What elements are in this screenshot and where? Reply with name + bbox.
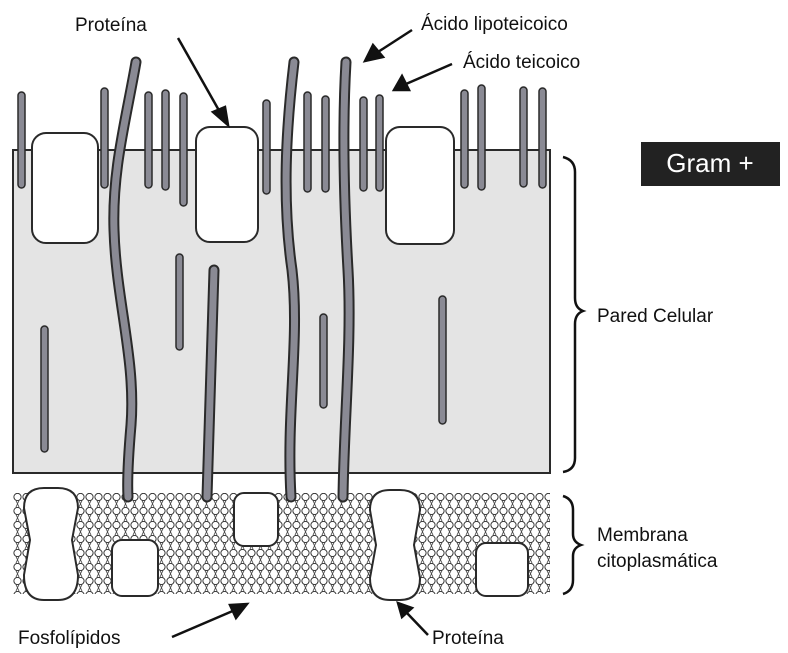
protein-bottom-arrow [406,612,428,635]
membrane-label-line1: Membrana [597,525,688,546]
cell-wall-label: Pared Celular [597,306,714,327]
wall-protein [196,127,258,242]
wall-protein [386,127,454,244]
membrane-bracket [563,496,581,594]
phospholipids-label: Fosfolípidos [18,628,120,649]
protein-bottom-label: Proteína [432,628,504,649]
wall-proteins [32,127,454,244]
teichoic-acid-label: Ácido teicoico [463,52,580,73]
membrane-protein [234,493,278,546]
protein-top-label: Proteína [75,15,147,36]
transmembrane-protein [24,488,78,600]
transmembrane-protein [370,490,420,600]
phospholipids-arrow [172,610,235,637]
membrane-protein [112,540,158,596]
lipoteichoic-arrow [378,30,412,52]
teichoic-arrow [406,64,452,84]
membrane-protein [476,543,528,596]
brackets [563,157,583,594]
gram-positive-badge-text: Gram + [666,148,753,178]
wall-protein [32,133,98,243]
cell-wall-bracket [563,157,583,472]
membrane-label-line2: citoplasmática [597,551,718,572]
phospholipid-bilayer [13,493,550,594]
lipoteichoic-acid-label: Ácido lipoteicoico [421,14,568,35]
